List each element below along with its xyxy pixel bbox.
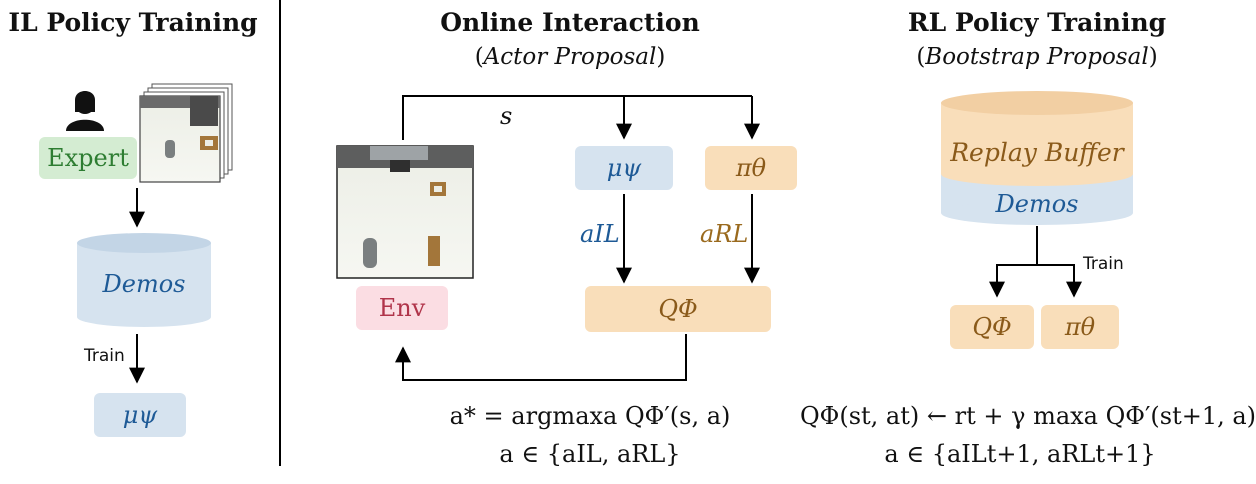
expert-scene-stack: [139, 83, 233, 183]
q-critic-box: QΦ: [585, 286, 771, 332]
middle-title: Online Interaction: [440, 8, 700, 37]
actor-il-label: μψ: [606, 154, 642, 182]
middle-subtitle-italic: Actor Proposal: [483, 44, 657, 70]
env-box: Env: [356, 286, 448, 330]
right-pi-label: πθ: [1064, 313, 1096, 341]
left-train-label: Train: [84, 346, 125, 366]
left-il-policy-label: μψ: [122, 401, 158, 429]
right-q-box: QΦ: [950, 305, 1034, 349]
right-title: RL Policy Training: [907, 8, 1167, 37]
actor-rl-label: πθ: [735, 154, 767, 182]
expert-label: Expert: [47, 144, 129, 172]
right-pi-box: πθ: [1041, 305, 1119, 349]
middle-subtitle-open: (: [474, 44, 484, 70]
demos-cylinder-left: [77, 233, 211, 327]
a-il-label: aIL: [580, 220, 620, 248]
env-label: Env: [378, 294, 426, 322]
right-subtitle: (Bootstrap Proposal): [880, 44, 1194, 70]
left-title: IL Policy Training: [8, 8, 258, 37]
middle-eq2: a ∈ {aIL, aRL}: [499, 440, 681, 468]
right-q-label: QΦ: [972, 313, 1012, 341]
middle-eq1: a* = argmaxa QΦ′(s, a): [449, 402, 731, 430]
actor-il-box: μψ: [575, 146, 673, 190]
state-label: s: [500, 102, 513, 130]
middle-subtitle-close: ): [656, 44, 666, 70]
replay-buffer-label: Replay Buffer: [950, 138, 1124, 167]
person-icon: [66, 91, 104, 131]
right-train-label: Train: [1083, 254, 1124, 274]
right-subtitle-open: (: [916, 44, 926, 70]
left-il-policy-box: μψ: [94, 393, 186, 437]
right-eq2: a ∈ {aILt+1, aRLt+1}: [884, 440, 1156, 468]
a-rl-label: aRL: [700, 220, 749, 248]
right-demos-label: Demos: [995, 190, 1079, 218]
q-critic-label: QΦ: [658, 295, 698, 323]
left-demos-label: Demos: [102, 270, 186, 298]
actor-rl-box: πθ: [705, 146, 797, 190]
expert-box: Expert: [39, 137, 137, 179]
middle-subtitle: (Actor Proposal): [420, 44, 720, 70]
replay-buffer-cylinder: [941, 91, 1133, 225]
env-scene-image: [336, 145, 474, 279]
right-subtitle-italic: Bootstrap Proposal: [925, 44, 1149, 70]
right-subtitle-close: ): [1148, 44, 1158, 70]
right-eq1: QΦ(st, at) ← rt + γ maxa QΦ′(st+1, a): [800, 402, 1256, 430]
